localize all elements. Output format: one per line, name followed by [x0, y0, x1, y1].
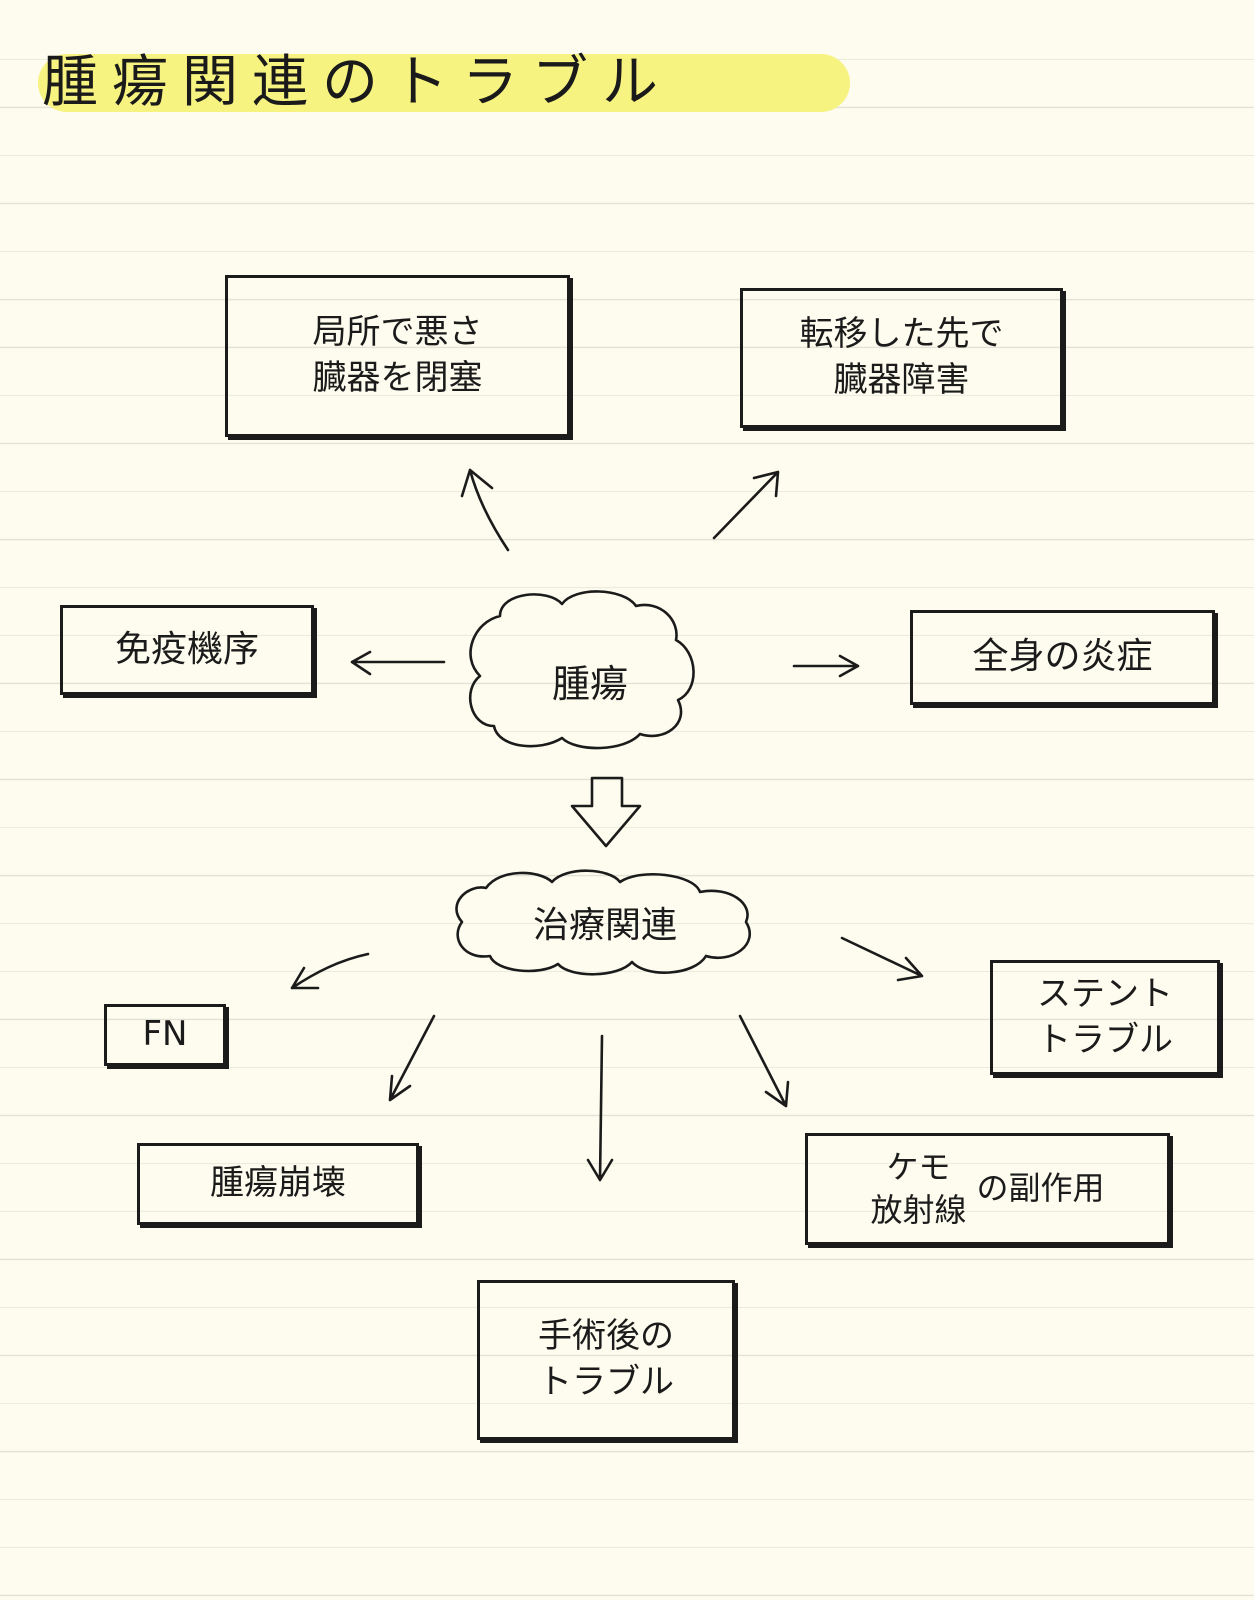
local-line-2: 臓器を閉塞 [312, 358, 483, 398]
hollow-down-arrow [570, 776, 642, 848]
side-effect-label: の副作用 [976, 1169, 1105, 1208]
arrow-to-stent [840, 936, 924, 982]
local-obstruction-box: 局所で悪さ 臓器を閉塞 [225, 275, 570, 437]
immune-box: 免疫機序 [60, 605, 314, 695]
metastasis-line-2: 臓器障害 [833, 360, 970, 400]
treatment-node: 治療関連 [532, 905, 677, 946]
radiation-label: 放射線 [870, 1191, 967, 1229]
chemo-label: ケモ [886, 1147, 951, 1186]
page-title: 腫瘍関連のトラブル [42, 50, 672, 115]
arrow-to-post-surgery [586, 1034, 614, 1182]
fn-box: FN [104, 1004, 226, 1066]
arrow-to-immune [350, 650, 446, 676]
chemo-radiation-stack: ケモ 放射線 [870, 1146, 966, 1232]
stent-line-2: トラブル [1037, 1019, 1173, 1060]
inflammation-box: 全身の炎症 [910, 610, 1215, 705]
title-area: 腫瘍関連のトラブル [38, 48, 850, 118]
local-line-1: 局所で悪さ [312, 312, 483, 353]
stent-line-1: ステント [1037, 973, 1173, 1014]
chemo-radiation-box: ケモ 放射線 の副作用 [805, 1133, 1170, 1245]
tumor-cloud-outline [468, 590, 695, 750]
tumor-lysis-box: 腫瘍崩壊 [137, 1143, 419, 1225]
metastasis-box: 転移した先で 臓器障害 [740, 288, 1063, 428]
title-highlight [38, 54, 850, 112]
post-surgery-line-2: トラブル [538, 1362, 674, 1402]
metastasis-line-1: 転移した先で [799, 314, 1004, 355]
treatment-cloud-outline [455, 869, 752, 976]
arrow-to-chemo [738, 1014, 790, 1108]
arrow-to-tumor-lysis [388, 1014, 436, 1102]
post-surgery-box: 手術後の トラブル [477, 1280, 735, 1440]
arrow-to-inflammation [792, 654, 860, 678]
arrow-to-local [460, 468, 510, 552]
arrow-to-fn [290, 952, 370, 990]
tumor-node: 腫瘍 [551, 661, 628, 706]
stent-box: ステント トラブル [990, 960, 1220, 1075]
post-surgery-line-1: 手術後の [538, 1316, 674, 1357]
arrow-to-metastasis [712, 470, 780, 540]
